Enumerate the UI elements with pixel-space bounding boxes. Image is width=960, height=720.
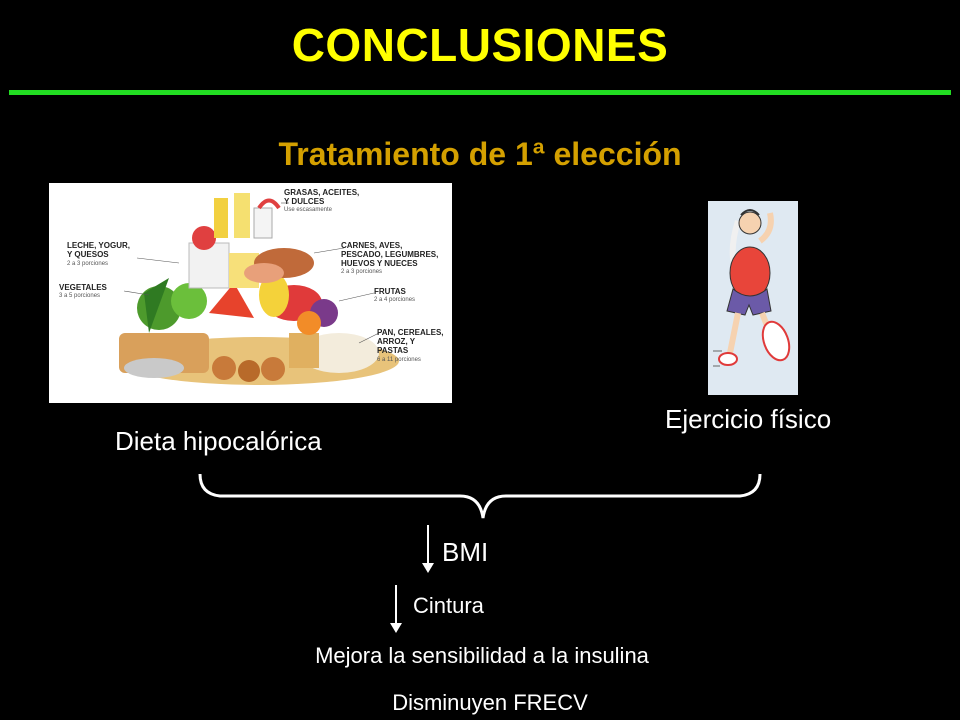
pyramid-note-vegetables: 3 a 5 porciones xyxy=(59,293,101,299)
bmi-label: BMI xyxy=(442,537,489,567)
pyramid-label-dairy: LECHE, YOGUR, Y QUESOS xyxy=(67,241,130,259)
waist-label: Cintura xyxy=(413,593,484,618)
food-pyramid-illustration xyxy=(119,193,399,385)
pyramid-note-dairy: 2 a 3 porciones xyxy=(67,261,109,267)
pyramid-label-fats: GRASAS, ACEITES, Y DULCES xyxy=(284,188,360,206)
title-divider xyxy=(9,90,951,95)
frecv-label: Disminuyen FRECV xyxy=(392,690,588,715)
pyramid-note-fats: Use escasamente xyxy=(284,207,333,213)
diet-label: Dieta hipocalórica xyxy=(115,426,322,456)
slide-title: CONCLUSIONES xyxy=(291,19,669,71)
waist-down-arrow-icon xyxy=(390,585,402,633)
runner-illustration xyxy=(713,209,791,367)
insulin-label: Mejora la sensibilidad a la insulina xyxy=(315,643,649,668)
pyramid-note-meat: 2 a 3 porciones xyxy=(341,269,383,275)
slide-subtitle: Tratamiento de 1ª elección xyxy=(278,136,682,172)
pyramid-label-vegetables: VEGETALES xyxy=(59,283,107,292)
pyramid-label-grains: PAN, CEREALES, ARROZ, Y PASTAS xyxy=(377,328,444,355)
food-pyramid-image: GRASAS, ACEITES, Y DULCES Use escasament… xyxy=(49,183,452,403)
pyramid-label-fruits: FRUTAS xyxy=(374,287,406,296)
exercise-label: Ejercicio físico xyxy=(665,404,832,434)
pyramid-note-fruits: 2 a 4 porciones xyxy=(374,297,416,303)
pyramid-label-meat: CARNES, AVES, PESCADO, LEGUMBRES, HUEVOS… xyxy=(341,241,439,268)
curly-brace xyxy=(198,473,762,519)
bmi-down-arrow-icon xyxy=(422,525,434,573)
pyramid-note-grains: 6 a 11 porciones xyxy=(377,357,421,363)
runner-image xyxy=(708,201,798,395)
